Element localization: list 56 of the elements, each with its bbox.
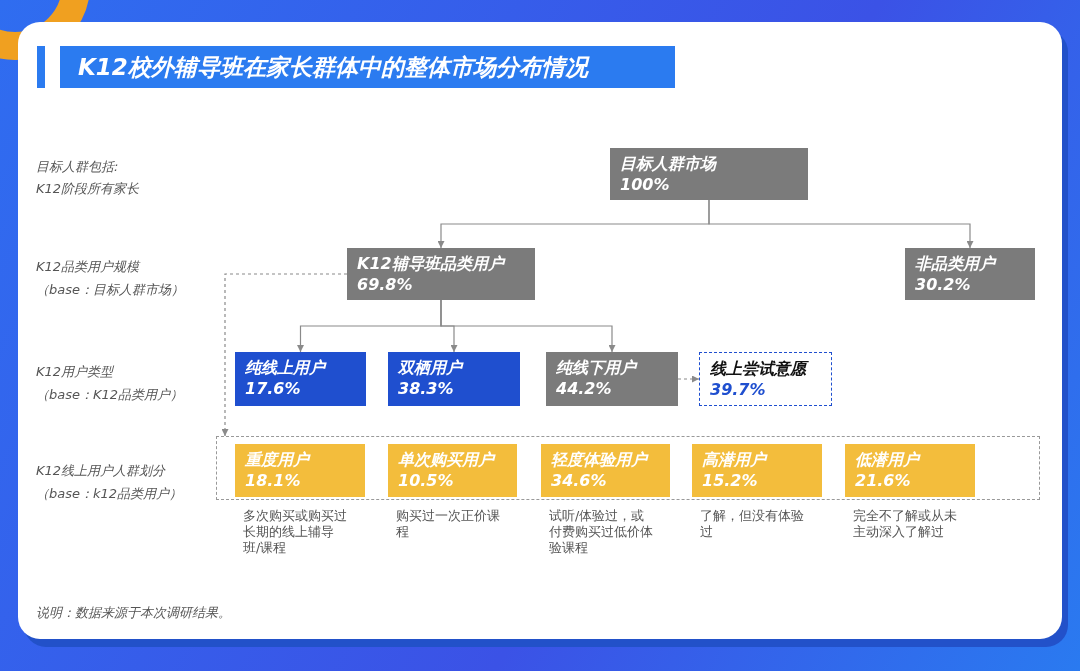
category-name: 纯线下用户 <box>556 357 639 378</box>
category-name: 轻度体验用户 <box>551 449 650 470</box>
category-name: 低潜用户 <box>855 449 922 470</box>
description-text: 多次购买或购买过长期的线上辅导班/课程 <box>243 508 347 556</box>
category-name: 纯线上用户 <box>245 357 328 378</box>
dashed-box <box>699 352 832 406</box>
row-label: （base：目标人群市场） <box>36 281 184 299</box>
description-text: 购买过一次正价课程 <box>396 508 500 540</box>
category-box <box>388 352 520 406</box>
category-name: 双栖用户 <box>398 357 465 378</box>
category-box <box>692 444 822 497</box>
arrow <box>440 299 616 353</box>
category-name: K12辅导班品类用户 <box>357 253 507 274</box>
description-text: 了解，但没有体验过 <box>700 508 804 540</box>
row-label: 目标人群包括: <box>36 158 119 176</box>
category-box <box>388 444 517 497</box>
dotted-arrow <box>221 273 348 437</box>
description-text: 完全不了解或从未主动深入了解过 <box>853 508 957 540</box>
percentage: 38.3% <box>398 378 455 399</box>
row-label: （base：k12品类用户） <box>36 485 183 503</box>
percentage: 100% <box>620 174 671 195</box>
category-box <box>235 352 366 406</box>
row-label: K12品类用户规模 <box>36 258 140 276</box>
footnote: 说明：数据来源于本次调研结果。 <box>36 604 231 622</box>
row-label: K12阶段所有家长 <box>36 180 140 198</box>
percentage: 39.7% <box>710 379 767 400</box>
category-box <box>347 248 535 300</box>
row-label: K12线上用户人群划分 <box>36 462 166 480</box>
arrow <box>708 199 974 249</box>
category-name: 目标人群市场 <box>620 153 718 174</box>
category-box <box>845 444 975 497</box>
title-banner: K12校外辅导班在家长群体中的整体市场分布情况 <box>60 46 675 88</box>
description-text: 试听/体验过，或付费购买过低价体验课程 <box>549 508 653 556</box>
category-box <box>235 444 365 497</box>
percentage: 21.6% <box>855 470 912 491</box>
category-box <box>541 444 670 497</box>
percentage: 30.2% <box>915 274 972 295</box>
category-name: 单次购买用户 <box>398 449 497 470</box>
percentage: 34.6% <box>551 470 608 491</box>
category-name: 线上尝试意愿 <box>710 358 821 379</box>
group-frame <box>216 436 1040 500</box>
percentage: 17.6% <box>245 378 302 399</box>
percentage: 18.1% <box>245 470 302 491</box>
percentage: 10.5% <box>398 470 455 491</box>
category-box <box>610 148 808 200</box>
percentage: 69.8% <box>357 274 414 295</box>
row-label: （base：K12品类用户） <box>36 386 184 404</box>
category-name: 非品类用户 <box>915 253 998 274</box>
percentage: 15.2% <box>702 470 759 491</box>
dotted-arrow <box>677 375 700 383</box>
category-name: 高潜用户 <box>702 449 769 470</box>
row-label: K12用户类型 <box>36 363 114 381</box>
category-box <box>546 352 678 406</box>
category-box <box>905 248 1035 300</box>
percentage: 44.2% <box>556 378 613 399</box>
category-name: 重度用户 <box>245 449 312 470</box>
